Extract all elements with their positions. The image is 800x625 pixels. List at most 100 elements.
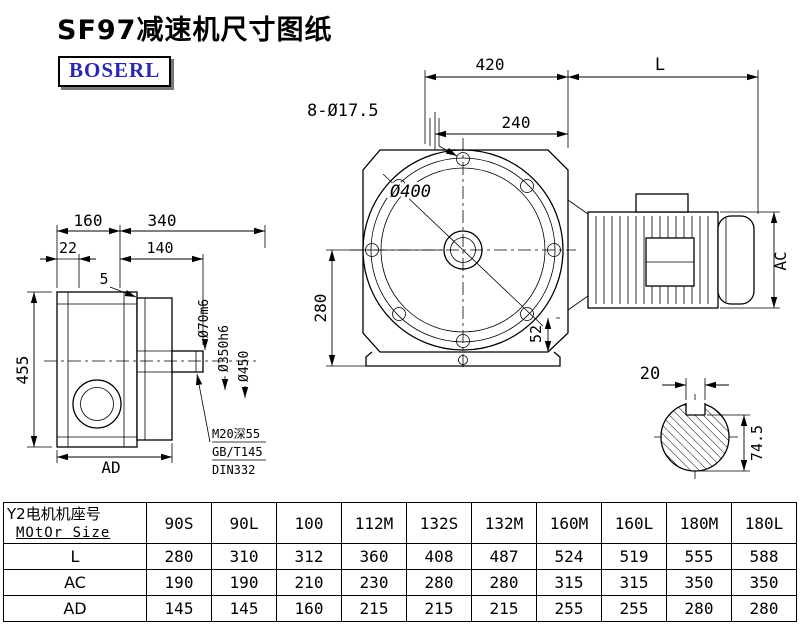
table-cell: 588 [731,543,797,570]
gearbox-body-seams [57,292,137,447]
dim-text-280: 280 [311,294,330,323]
dim-text-455: 455 [13,356,32,385]
dim-text-340: 340 [148,211,177,230]
column-header: 90L [211,502,277,544]
shaft-section-view: 20 74.5 [640,364,766,480]
note-underlines [212,441,266,461]
table-cell: 315 [536,569,602,596]
table-cell: 350 [731,569,797,596]
table-cell: 280 [146,543,212,570]
column-header: 180M [666,502,732,544]
adapter-lines [567,199,589,311]
leader-5 [109,286,137,298]
dim-text-240: 240 [502,113,531,132]
table-cell: 312 [276,543,342,570]
table-cell: 230 [341,569,407,596]
table-cell: 145 [211,595,277,622]
row-label: AD [3,595,147,622]
dim-text-160: 160 [74,211,103,230]
leader-note [195,373,211,443]
table-cell: 315 [601,569,667,596]
table-cell: 215 [406,595,472,622]
table-cell: 190 [211,569,277,596]
technical-drawing: 160 340 22 140 5 455 AD Ø70m6 Ø350h6 Ø45… [13,55,790,480]
side-view: 160 340 22 140 5 455 AD Ø70m6 Ø350h6 Ø45… [13,211,266,477]
table-cell: 280 [406,569,472,596]
table-row-AC: AC 190 190 210 230 280 280 315 315 350 3… [3,569,797,596]
column-header: 132S [406,502,472,544]
column-header: 160M [536,502,602,544]
motor-size-header: Y2电机机座号 MOtOr Size [3,502,147,544]
column-header: 100 [276,502,342,544]
table-cell: 160 [276,595,342,622]
table-cell: 255 [601,595,667,622]
table-cell: 350 [666,569,732,596]
column-header: 132M [471,502,537,544]
row-label: L [3,543,147,570]
dim-text-dia450: Ø450 [237,351,252,382]
dim-text-140: 140 [146,239,173,257]
dim-text-20: 20 [640,364,660,384]
row-label: AC [3,569,147,596]
bolt-leader-arrow [438,145,458,157]
table-row-L: L 280 310 312 360 408 487 524 519 555 58… [3,543,797,570]
output-bore-inner [80,387,114,421]
table-cell: 519 [601,543,667,570]
column-header: 180L [731,502,797,544]
front-view: 420 L 8-Ø17.5 240 Ø400 280 52 AC [307,55,790,368]
flange-plate [136,297,173,441]
dim-text-dia70: Ø70m6 [197,299,212,338]
input-shaft [171,350,204,373]
bore-lines [137,350,172,373]
table-cell: 280 [471,569,537,596]
dim-text-22: 22 [59,239,77,257]
note-m20: M20深55 [212,427,260,441]
bolt-hole [520,179,534,193]
brand-logo-text: BOSERL [69,58,161,82]
output-bore-outer [72,379,122,429]
table-cell: 215 [341,595,407,622]
dim-text-AC: AC [771,251,790,270]
table-cell: 190 [146,569,212,596]
table-cell: 280 [666,595,732,622]
dia400-leader [382,173,544,327]
brand-logo-box: BOSERL [58,56,172,87]
table-cell: 280 [731,595,797,622]
keyway-cutout [686,400,705,415]
table-cell: 215 [471,595,537,622]
dim-text-52: 52 [527,325,545,343]
table-row-AD: AD 145 145 160 215 215 215 255 255 280 2… [3,595,797,622]
dim-text-dia350: Ø350h6 [217,325,232,372]
dim-text-745: 74.5 [748,425,766,461]
column-header: 160L [601,502,667,544]
dim-text-L: L [655,55,665,75]
table-header-row: Y2电机机座号 MOtOr Size 90S 90L 100 112M 132S… [3,502,797,544]
bolt-hole [392,307,406,321]
table-cell: 310 [211,543,277,570]
table-cell: 255 [536,595,602,622]
page-title: SF97减速机尺寸图纸 [57,15,333,46]
column-header: 112M [341,502,407,544]
table-cell: 555 [666,543,732,570]
bolt-hole [520,307,534,321]
terminal-box [635,193,689,213]
note-din: DIN332 [212,463,255,477]
table-cell: 210 [276,569,342,596]
column-header: 90S [146,502,212,544]
dim-text-AD: AD [101,458,120,477]
dim-text-5: 5 [99,270,108,288]
fan-cover [717,215,755,305]
table-cell: 145 [146,595,212,622]
note-gb: GB/T145 [212,445,263,459]
bolt-note-text: 8-Ø17.5 [307,101,379,121]
keyway-outline [685,403,706,416]
table-cell: 524 [536,543,602,570]
bolt-leader-lines [429,118,440,146]
dim-text-420: 420 [476,55,505,74]
base-hole [458,355,468,365]
table-cell: 408 [406,543,472,570]
dimension-table: Y2电机机座号 MOtOr Size 90S 90L 100 112M 132S… [3,502,797,622]
section-extension-lines [685,378,750,472]
table-cell: 487 [471,543,537,570]
